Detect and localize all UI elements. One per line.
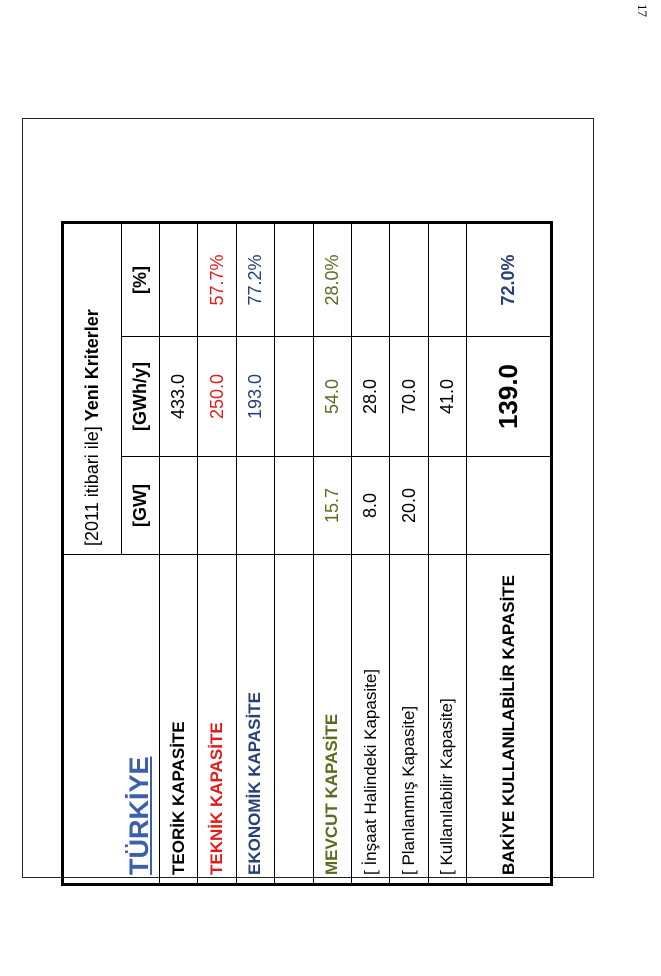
row-pct: 72.0% [466, 222, 552, 337]
criteria-title: Yeni Kriterler [81, 309, 102, 422]
row-gwh: 433.0 [159, 336, 198, 457]
table-row: EKONOMİK KAPASİTE 193.0 77.2% [236, 222, 275, 885]
row-label: TEKNİK KAPASİTE [197, 554, 237, 885]
header-gwh: [GWh/y] [121, 336, 160, 457]
table-row: TEKNİK KAPASİTE 250.0 57.7% [197, 222, 237, 885]
row-pct [351, 222, 390, 337]
row-gwh: 54.0 [313, 336, 352, 457]
row-gw [236, 456, 275, 555]
row-gw: 15.7 [313, 456, 352, 555]
row-pct: 28.0% [313, 222, 352, 337]
table-row: BAKİYE KULLANILABİLİR KAPASİTE 139.0 72.… [466, 222, 552, 885]
row-gwh: 41.0 [428, 336, 467, 457]
capacity-table: TÜRKİYE [2011 itibari ile] Yeni Kriterle… [61, 221, 553, 886]
row-gwh: 250.0 [197, 336, 237, 457]
table-row: [ Kullanılabilir Kapasite] 41.0 [428, 222, 467, 885]
row-gw: 8.0 [351, 456, 390, 555]
row-pct: 77.2% [236, 222, 275, 337]
table-title: TÜRKİYE [123, 756, 154, 875]
page-number: 17 [635, 4, 650, 17]
row-gw [466, 456, 552, 555]
row-pct: 57.7% [197, 222, 237, 337]
row-gw [428, 456, 467, 555]
row-gw [159, 456, 198, 555]
slide-frame [22, 118, 594, 878]
row-gwh: 193.0 [236, 336, 275, 457]
row-label: EKONOMİK KAPASİTE [236, 554, 275, 885]
header-gw: [GW] [121, 456, 160, 555]
row-gwh: 139.0 [466, 336, 552, 457]
row-gwh: 70.0 [389, 336, 429, 457]
row-label: [ Kullanılabilir Kapasite] [428, 554, 467, 885]
row-label: [ İnşaat Halindeki Kapasite] [351, 554, 390, 885]
criteria-header: [2011 itibari ile] Yeni Kriterler [62, 222, 122, 555]
row-pct [389, 222, 429, 337]
row-label: [ Planlanmış Kapasite] [389, 554, 429, 885]
capacity-table-rotated: TÜRKİYE [2011 itibari ile] Yeni Kriterle… [61, 221, 553, 886]
row-gwh: 28.0 [351, 336, 390, 457]
row-pct [428, 222, 467, 337]
table-row: [ İnşaat Halindeki Kapasite] 8.0 28.0 [351, 222, 390, 885]
criteria-prefix: [2011 itibari ile] [81, 426, 102, 546]
spacer-row [274, 222, 314, 885]
title-cell: TÜRKİYE [62, 554, 160, 885]
row-label: TEORİK KAPASİTE [159, 554, 198, 885]
row-label: BAKİYE KULLANILABİLİR KAPASİTE [466, 554, 552, 885]
row-gw: 20.0 [389, 456, 429, 555]
row-gw [197, 456, 237, 555]
table-row: TEORİK KAPASİTE 433.0 [159, 222, 198, 885]
table-row: MEVCUT KAPASİTE 15.7 54.0 28.0% [313, 222, 352, 885]
row-pct [159, 222, 198, 337]
row-label: MEVCUT KAPASİTE [313, 554, 352, 885]
table-row: [ Planlanmış Kapasite] 20.0 70.0 [389, 222, 429, 885]
header-pct: [%] [121, 222, 160, 337]
